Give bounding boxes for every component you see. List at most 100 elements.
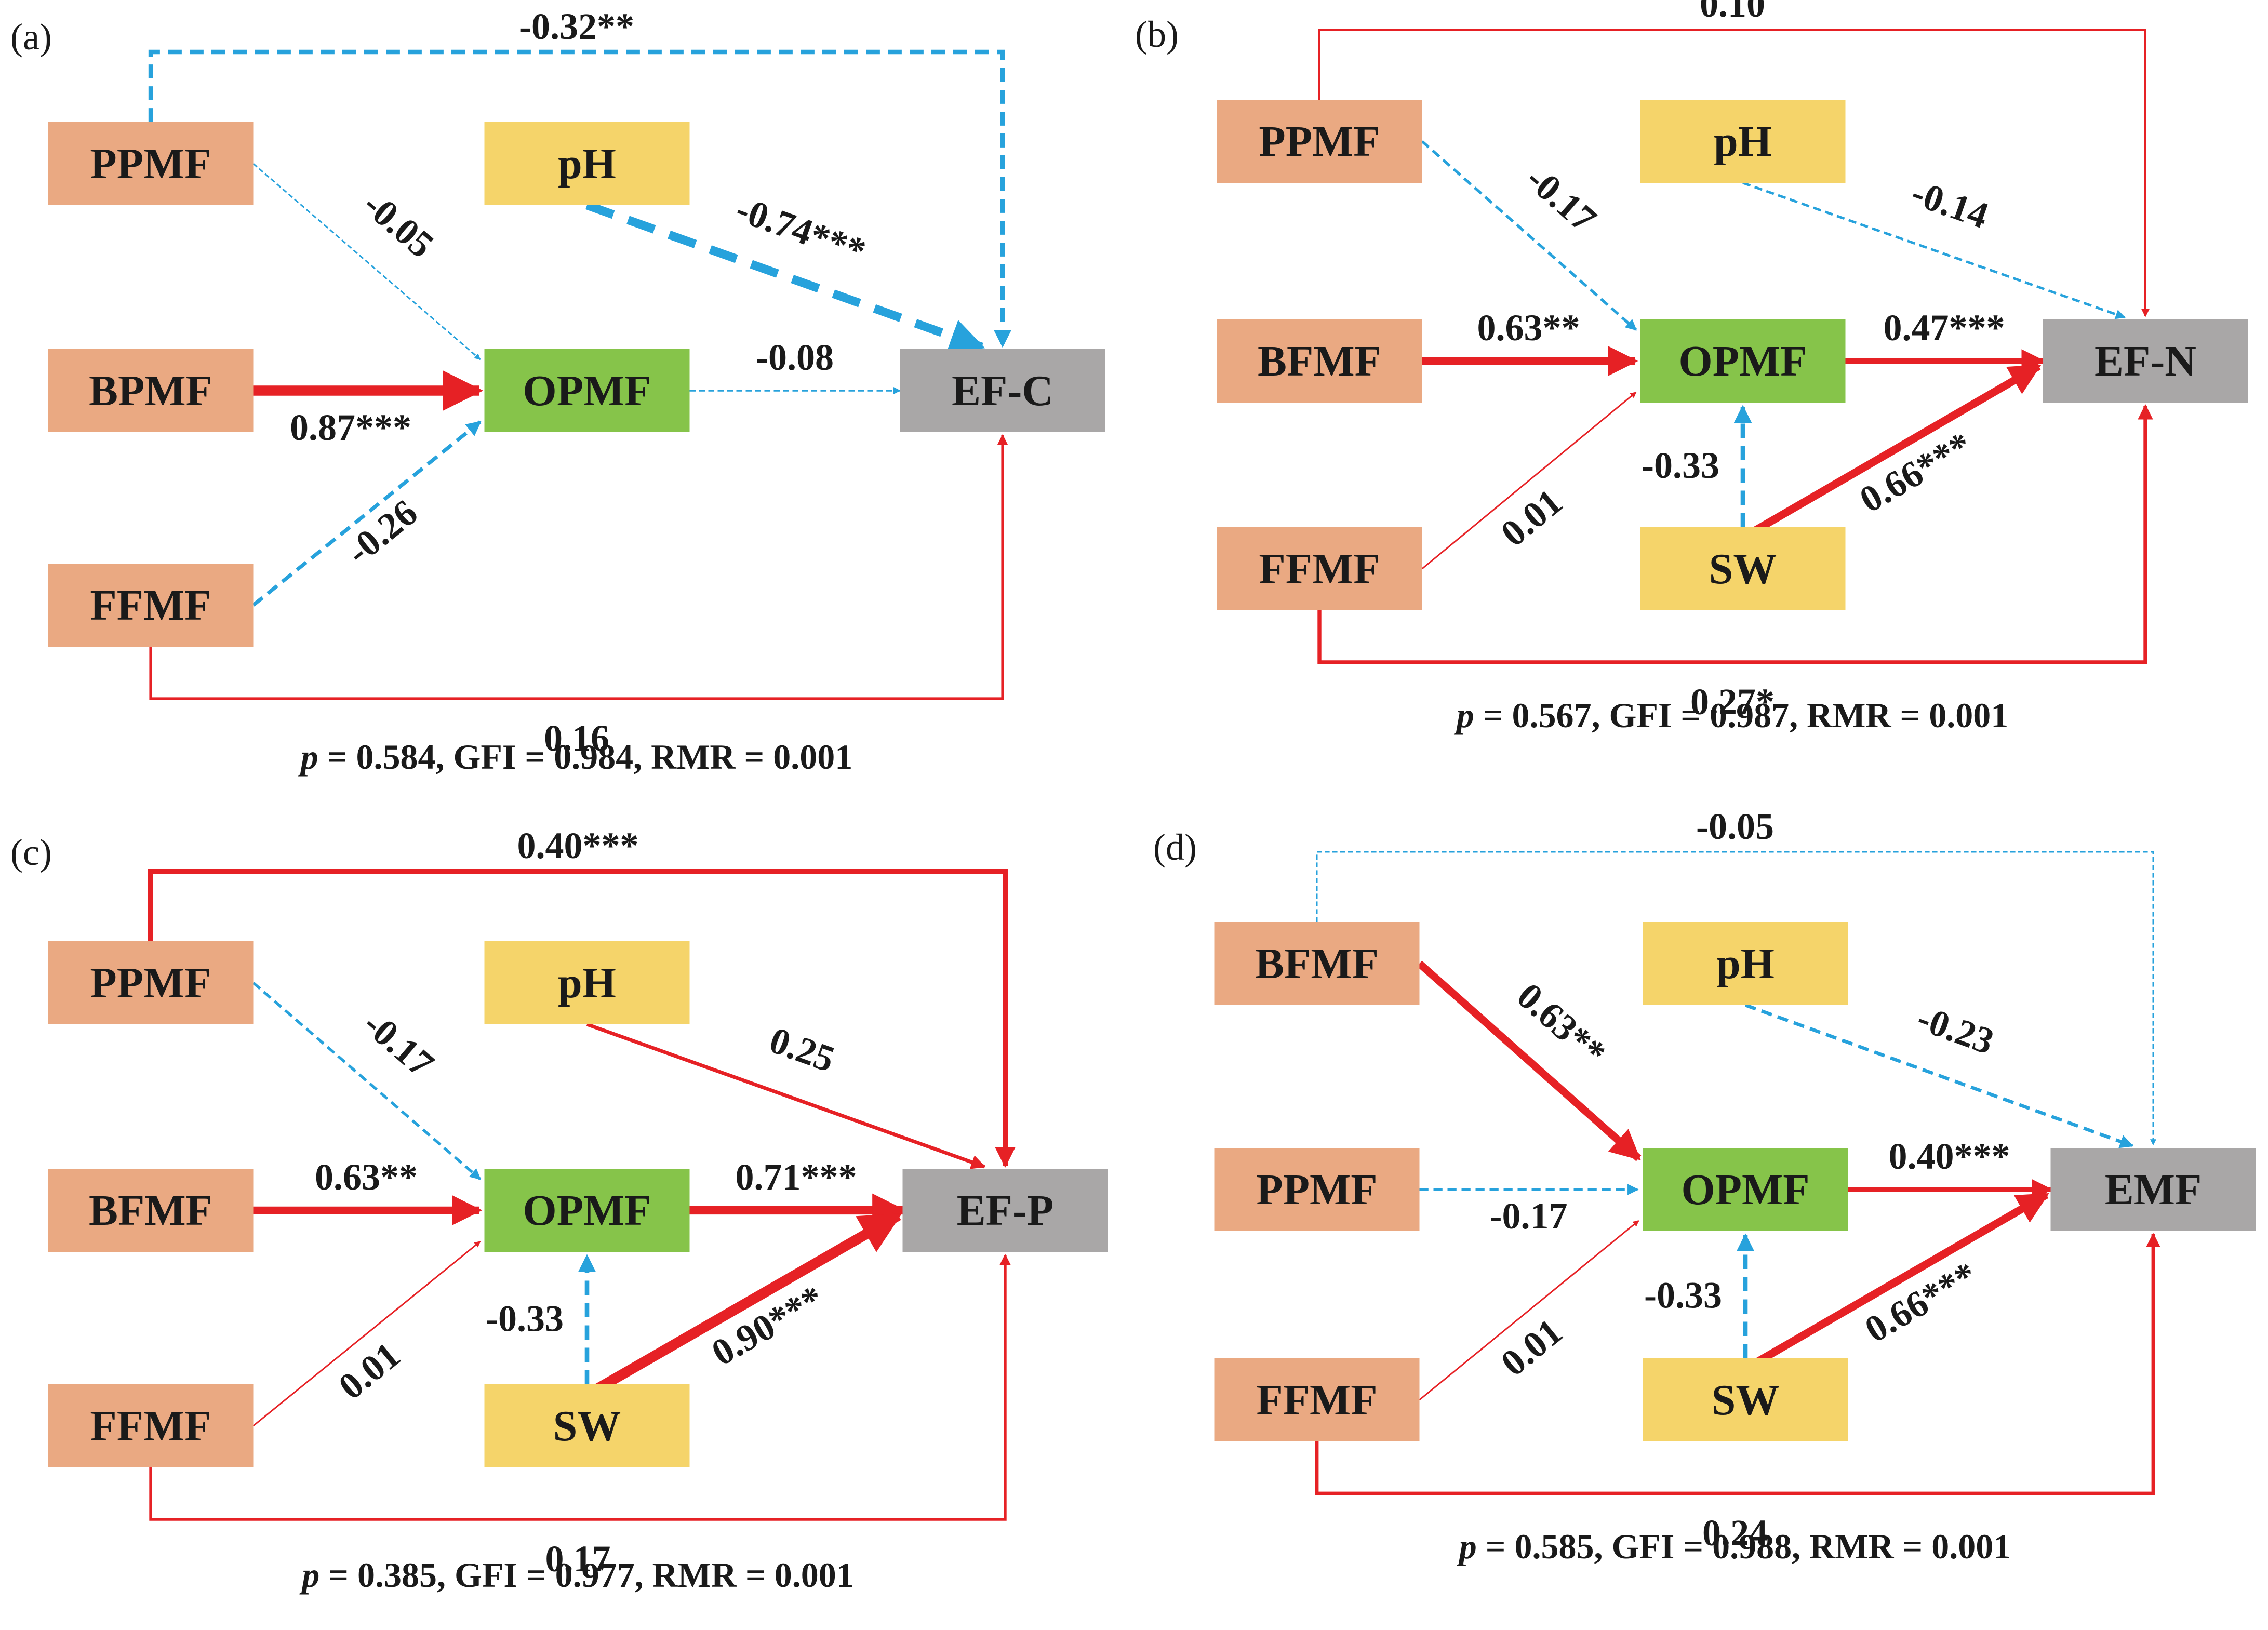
- path-ffmf-to-opmf: [252, 420, 482, 607]
- node-label: SW: [1712, 1376, 1780, 1424]
- coefficient-label: 0.01: [1493, 1311, 1570, 1384]
- path-ffmf-to-opmf: [252, 1240, 481, 1427]
- node-label: FFMF: [90, 1402, 211, 1450]
- coefficient-label: -0.17: [356, 1003, 442, 1086]
- node-opmf: OPMF: [1643, 1148, 1848, 1231]
- coefficient-label: 0.17: [545, 1538, 611, 1580]
- node-ffmf: FFMF: [48, 1384, 254, 1467]
- path-ph-to-emf: [1744, 1003, 2134, 1148]
- node-label: OPMF: [523, 367, 651, 415]
- coefficient-label: 0.16: [544, 717, 609, 759]
- coefficient-label: 0.40***: [517, 825, 639, 866]
- fit-values: = 0.585, GFI = 0.988, RMR = 0.001: [1486, 1527, 2011, 1566]
- node-box: [1643, 922, 1848, 1005]
- node-label: PPMF: [90, 140, 211, 188]
- node-box: [1217, 319, 1422, 403]
- path-ph-to-efn: [1742, 181, 2126, 319]
- p-symbol: p: [1454, 696, 1483, 735]
- node-sw: SW: [484, 1384, 690, 1467]
- node-ppmf: PPMF: [1217, 100, 1422, 183]
- node-box: [48, 1169, 254, 1252]
- node-box: [1640, 319, 1846, 403]
- node-opmf: OPMF: [484, 349, 690, 432]
- node-ppmf: PPMF: [1214, 1148, 1420, 1231]
- coefficient-label: -0.33: [1644, 1275, 1722, 1316]
- node-box: [484, 122, 690, 205]
- model-fit-stats: p = 0.585, GFI = 0.988, RMR = 0.001: [1457, 1527, 2011, 1566]
- coefficient-label: 0.87***: [290, 407, 411, 448]
- node-label: EMF: [2105, 1166, 2202, 1214]
- panel-label: (c): [10, 832, 52, 873]
- node-label: FFMF: [90, 581, 211, 630]
- node-box: [1217, 100, 1422, 183]
- coefficient-label: -0.26: [338, 491, 425, 572]
- node-box: [48, 349, 254, 432]
- path-ffmf-to-opmf: [1421, 391, 1637, 570]
- coefficient-label: -0.05: [1696, 806, 1774, 847]
- path-ffmf-to-emf: [1315, 1233, 2160, 1495]
- node-ph: pH: [1640, 100, 1846, 183]
- node-bfmf: BFMF: [1214, 922, 1420, 1005]
- path-arrows: [1317, 29, 2153, 664]
- node-bpmf: BPMF: [48, 349, 254, 432]
- node-label: FFMF: [1256, 1376, 1377, 1424]
- node-bfmf: BFMF: [48, 1169, 254, 1252]
- node-box: [1214, 1358, 1420, 1441]
- node-ph: pH: [484, 941, 690, 1024]
- node-label: SW: [1709, 545, 1777, 593]
- panel-label: (d): [1153, 826, 1197, 868]
- node-box: [1640, 100, 1846, 183]
- coefficient-label: -0.17: [1518, 157, 1604, 240]
- node-opmf: OPMF: [484, 1169, 690, 1252]
- fit-values: = 0.385, GFI = 0.977, RMR = 0.001: [328, 1555, 854, 1595]
- path-sw-to-emf: [1743, 1191, 2049, 1372]
- path-ppmf-to-opmf: [252, 981, 482, 1181]
- node-box: [900, 349, 1105, 432]
- node-ffmf: FFMF: [1217, 527, 1422, 610]
- path-arrows: [1315, 851, 2160, 1495]
- variable-boxes: PPMF pH BPMF OPMF EF-C FFMF: [48, 122, 1105, 647]
- node-label: PPMF: [1259, 117, 1380, 166]
- node-label: OPMF: [1678, 337, 1807, 385]
- node-ffmf: FFMF: [1214, 1358, 1420, 1441]
- node-box: [48, 941, 254, 1024]
- path-ppmf-to-opmf: [252, 163, 481, 360]
- coefficient-label: -0.23: [1912, 997, 1999, 1062]
- node-box: [484, 349, 690, 432]
- node-label: EF-C: [952, 367, 1053, 415]
- path-ffmf-to-efp: [149, 1253, 1011, 1521]
- path-ph-to-efp: [586, 1022, 986, 1169]
- node-label: EF-N: [2094, 337, 2196, 385]
- coefficient-label: 0.27*: [1690, 681, 1775, 723]
- path-sw-to-efp: [584, 1211, 902, 1399]
- coefficient-label: 0.47***: [1884, 307, 2005, 349]
- node-box: [902, 1169, 1108, 1252]
- node-box: [1214, 1148, 1420, 1231]
- node-bfmf: BFMF: [1217, 319, 1422, 403]
- node-label: OPMF: [523, 1186, 651, 1235]
- node-ph: pH: [1643, 922, 1848, 1005]
- node-box: [48, 564, 254, 647]
- coefficient-label: -0.74***: [731, 188, 871, 273]
- coefficient-label: 0.63**: [1477, 307, 1580, 349]
- coefficient-label: 0.10: [1700, 0, 1765, 25]
- coefficient-label: -0.33: [1642, 445, 1719, 486]
- node-label: PPMF: [1256, 1166, 1377, 1214]
- node-label: pH: [1716, 940, 1775, 988]
- node-box: [1217, 527, 1422, 610]
- coefficient-label: -0.32**: [519, 6, 634, 47]
- path-ffmf-to-efc: [149, 434, 1008, 700]
- node-ef-n: EF-N: [2043, 319, 2248, 403]
- node-sw: SW: [1643, 1358, 1848, 1441]
- node-box: [484, 1384, 690, 1467]
- path-arrows: [148, 869, 1016, 1521]
- node-label: pH: [558, 959, 616, 1007]
- coefficient-label: -0.33: [486, 1298, 564, 1340]
- variable-boxes: PPMF pH BFMF OPMF EF-N FFMF SW: [1217, 100, 2248, 610]
- coefficient-label: 0.71***: [736, 1156, 857, 1198]
- node-label: pH: [558, 140, 616, 188]
